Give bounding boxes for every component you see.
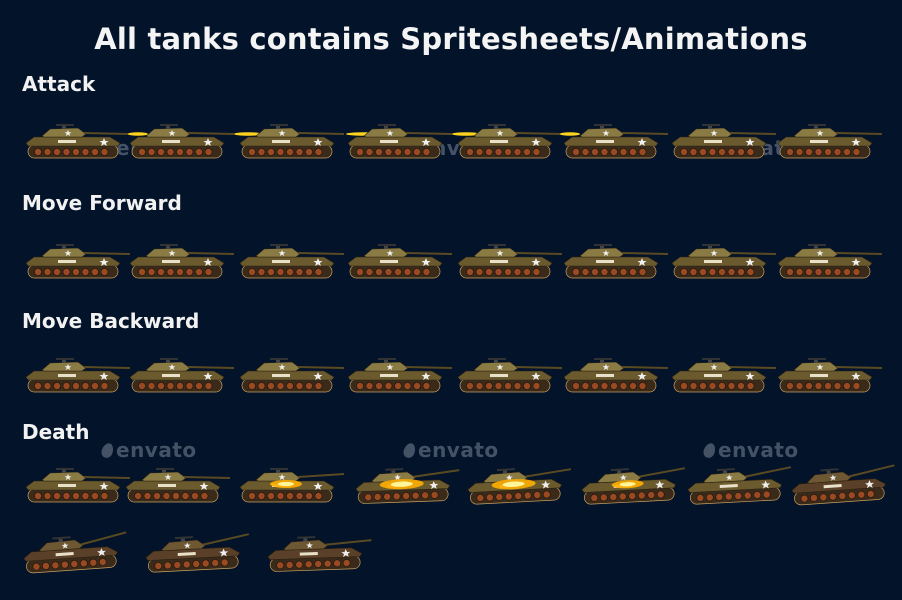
tank-sprite-frame [452,346,564,396]
tank-sprite-frame [558,232,670,282]
tank-sprite-frame [558,346,670,396]
tank-sprite-frame [234,456,346,506]
tank-sprite-frame [772,112,884,162]
tank-icon [145,533,249,573]
tank-sprite-frame [786,456,898,506]
tank-sprite-frame [20,456,132,506]
tank-sprite-frame [262,524,374,574]
tank-icon [23,531,127,574]
tank-sprite-frame [20,346,132,396]
tank-icon [457,244,563,279]
tank-icon [777,244,883,279]
tank-sprite-frame [682,456,794,506]
tank-icon [457,124,580,159]
tank-sprite-frame [20,232,132,282]
tank-icon [239,358,345,393]
tank-icon [125,468,231,503]
tank-sprite-frame [558,112,670,162]
tank-icon [129,358,235,393]
tank-icon [347,358,453,393]
tank-sprite-frame [772,232,884,282]
tank-icon [563,124,669,159]
page-title: All tanks contains Spritesheets/Animatio… [94,22,808,56]
section-label-move-forward: Move Forward [22,191,182,215]
tank-icon [239,124,382,159]
tank-icon [563,358,669,393]
tank-sprite-frame [124,112,262,162]
tank-icon [239,468,345,503]
tank-icon [267,536,372,572]
envato-watermark: envato [401,438,499,462]
tank-sprite-frame [576,456,688,506]
tank-sprite-frame [342,112,480,162]
tank-icon [671,358,777,393]
tank-sprite-frame [234,112,382,162]
tank-sprite-frame [120,456,232,506]
tank-icon [671,244,777,279]
tank-sprite-frame [350,456,462,506]
tank-icon [347,124,480,159]
tank-icon [563,244,669,279]
section-label-death: Death [22,420,90,444]
tank-icon [581,467,686,505]
tank-sprite-frame [342,346,454,396]
tank-icon [671,124,777,159]
tank-icon [355,468,460,504]
tank-icon [777,124,883,159]
envato-watermark: envato [701,438,799,462]
tank-sprite-frame [234,346,346,396]
tank-icon [25,124,148,159]
tank-sprite-frame [342,232,454,282]
tank-sprite-frame [124,346,236,396]
tank-icon [129,124,262,159]
tank-icon [791,464,895,506]
tank-icon [25,468,131,503]
tank-icon [347,244,453,279]
tank-icon [687,466,792,505]
tank-icon [239,244,345,279]
tank-icon [457,358,563,393]
tank-sprite-frame [666,346,778,396]
tank-sprite-frame [124,232,236,282]
tank-sprite-frame [462,456,574,506]
envato-watermark: envato [99,438,197,462]
tank-icon [129,244,235,279]
tank-icon [25,244,131,279]
tank-sprite-frame [666,112,778,162]
section-label-attack: Attack [22,72,96,96]
tank-icon [777,358,883,393]
tank-sprite-frame [666,232,778,282]
section-label-move-backward: Move Backward [22,309,200,333]
tank-sprite-frame [452,232,564,282]
tank-sprite-frame [18,524,130,574]
tank-sprite-frame [20,112,148,162]
tank-sprite-frame [452,112,580,162]
tank-icon [467,468,572,505]
tank-sprite-frame [140,524,252,574]
tank-sprite-frame [772,346,884,396]
tank-icon [25,358,131,393]
tank-sprite-frame [234,232,346,282]
